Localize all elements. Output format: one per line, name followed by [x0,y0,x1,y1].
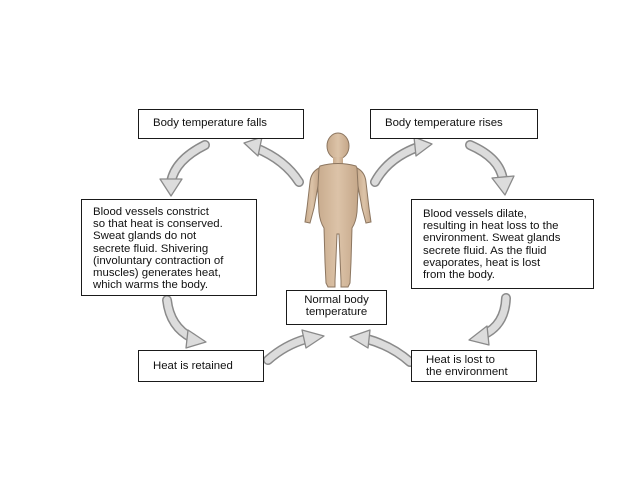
dilate-line: evaporates, heat is lost [423,256,541,269]
arrow-figure-to-falls [243,136,304,187]
constrict-line: (involuntary contraction of [93,254,224,267]
box-vessels-constrict: Blood vessels constrict so that heat is … [81,199,257,296]
box-body-temperature-falls: Body temperature falls [138,109,304,139]
box-heat-retained: Heat is retained [138,350,264,382]
arrow-rises-to-dilate [465,140,515,196]
dilate-line: secrete fluid. As the fluid [423,244,547,257]
box-vessels-dilate: Blood vessels dilate, resulting in heat … [411,199,594,289]
constrict-line: muscles) generates heat, [93,267,221,280]
normal-temperature-line: Normal body [304,294,369,306]
arrow-falls-to-constrict [159,140,210,197]
constrict-line: Blood vessels constrict [93,206,209,218]
constrict-line: secrete fluid. Shivering [93,242,209,255]
dilate-line: environment. Sweat glands [423,232,561,245]
box-body-temperature-rises: Body temperature rises [370,109,538,139]
dilate-line: Blood vessels dilate, [423,208,527,220]
box-heat-retained-label: Heat is retained [153,360,233,372]
box-normal-body-temperature: Normal body temperature [286,290,387,325]
normal-temperature-line: temperature [305,306,368,319]
heat-lost-line: Heat is lost to [426,354,496,366]
human-body-figure [304,132,372,288]
arrow-constrict-to-retained [162,295,207,349]
dilate-line: resulting in heat loss to the [423,220,559,233]
arrow-figure-to-rises [370,136,433,187]
arrow-dilate-to-lost [468,293,511,346]
box-body-temperature-falls-label: Body temperature falls [153,117,267,129]
constrict-line: Sweat glands do not [93,230,197,243]
box-body-temperature-rises-label: Body temperature rises [385,117,503,129]
constrict-line: so that heat is conserved. [93,218,223,231]
constrict-line: which warms the body. [93,279,209,292]
heat-lost-line: the environment [426,366,508,379]
dilate-line: from the body. [423,269,495,282]
arrow-lost-to-normal [349,329,415,367]
box-heat-lost: Heat is lost to the environment [411,350,537,382]
arrow-retained-to-normal [263,329,325,365]
